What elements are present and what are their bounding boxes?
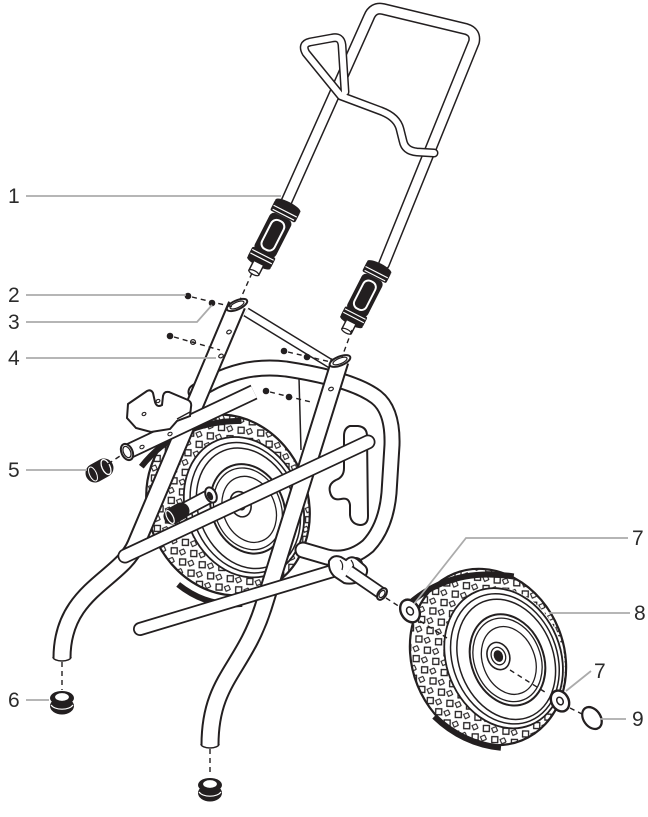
callout-label-2: 2 [8, 284, 20, 307]
washer-inner [398, 598, 422, 624]
leader-line-7-lower [565, 670, 592, 692]
washer-outer [549, 689, 571, 713]
callout-label-8: 8 [634, 602, 646, 625]
tube-cap [85, 458, 114, 483]
callout-label-7-lower: 7 [594, 660, 606, 683]
handle-mount-tube [119, 384, 258, 462]
callout-label-9: 9 [632, 708, 644, 731]
leader-lines [26, 195, 630, 720]
handle-assembly [278, 2, 481, 270]
assembly-dashed-lines [61, 272, 583, 776]
cross-member [243, 307, 334, 369]
callout-labels: 1 2 3 4 5 6 7 8 7 9 [8, 185, 646, 731]
screw [184, 292, 192, 300]
upright-right [200, 354, 352, 749]
mount-bracket-plate [125, 389, 193, 434]
callout-label-5: 5 [8, 459, 20, 482]
axle-bracket-right [327, 555, 388, 601]
wheel-right [403, 567, 568, 751]
screw [262, 387, 270, 395]
foot-cap-right [198, 778, 222, 802]
callout-label-3: 3 [8, 311, 20, 334]
handle-cord-wrap-bar [299, 33, 439, 158]
grip-right [340, 260, 392, 335]
frame-loop [187, 359, 401, 567]
foot-cap-left [50, 691, 74, 715]
callout-label-1: 1 [8, 185, 20, 208]
leader-line-7-upper [413, 537, 628, 605]
frame-rails [117, 434, 376, 636]
axle-cap [581, 705, 603, 731]
leader-line-3 [26, 304, 213, 323]
screw [280, 347, 288, 355]
screw [166, 332, 174, 340]
grip-left [247, 198, 301, 277]
axle-stub-left [163, 486, 218, 525]
callout-label-7-upper: 7 [632, 527, 644, 550]
callout-label-4: 4 [8, 347, 20, 370]
callout-label-6: 6 [8, 689, 20, 712]
